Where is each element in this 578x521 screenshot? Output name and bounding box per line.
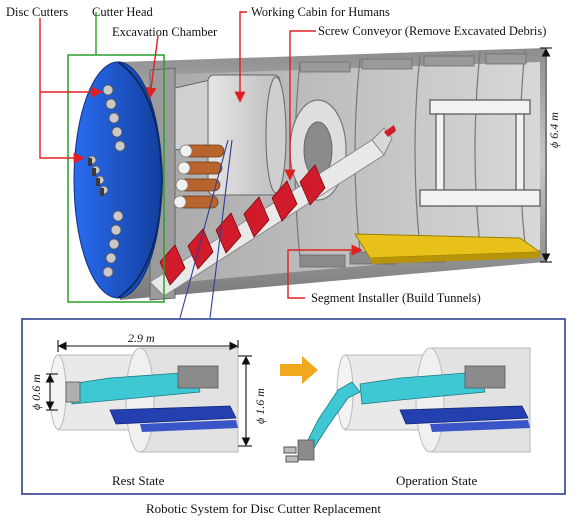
label-screw-conveyor: Screw Conveyor (Remove Excavated Debris) (318, 24, 547, 38)
figure-caption: Robotic System for Disc Cutter Replaceme… (146, 501, 382, 516)
label-rest-state: Rest State (112, 473, 165, 488)
segment-installer-shape (354, 233, 542, 264)
operation-state-model (283, 347, 531, 463)
label-tunnel-diameter: ϕ 6.4 m (547, 112, 561, 148)
stored-cutters (173, 144, 225, 209)
cutter-head-shape (73, 61, 164, 299)
label-working-cabin: Working Cabin for Humans (251, 5, 390, 19)
label-large-diameter: ϕ 1.6 m (253, 388, 267, 424)
label-operation-state: Operation State (396, 473, 478, 488)
working-cabin-shape (174, 74, 287, 196)
rest-state-model (49, 347, 239, 453)
disc-cutters-callouts (39, 18, 103, 164)
excavation-chamber-callout (145, 35, 159, 99)
rear-frame (419, 99, 541, 207)
screw-conveyor-shape (149, 125, 396, 297)
large-diameter-dimension (238, 355, 252, 447)
label-small-diameter: ϕ 0.6 m (29, 374, 43, 410)
label-excavation-chamber: Excavation Chamber (112, 25, 218, 39)
length-dimension (57, 340, 239, 352)
transition-arrow (280, 356, 318, 384)
small-diameter-dimension (45, 373, 58, 411)
cutter-head-highlight (67, 54, 165, 303)
label-disc-cutters: Disc Cutters (6, 5, 69, 19)
segment-installer-callout (287, 244, 363, 299)
label-length: 2.9 m (128, 331, 155, 345)
screw-conveyor-callout (284, 30, 316, 181)
tunnel-diameter-dimension (540, 47, 552, 263)
label-cutter-head: Cutter Head (92, 5, 153, 19)
zoom-lines (179, 139, 233, 319)
label-segment-installer: Segment Installer (Build Tunnels) (311, 291, 481, 305)
working-cabin-callout (234, 11, 247, 103)
